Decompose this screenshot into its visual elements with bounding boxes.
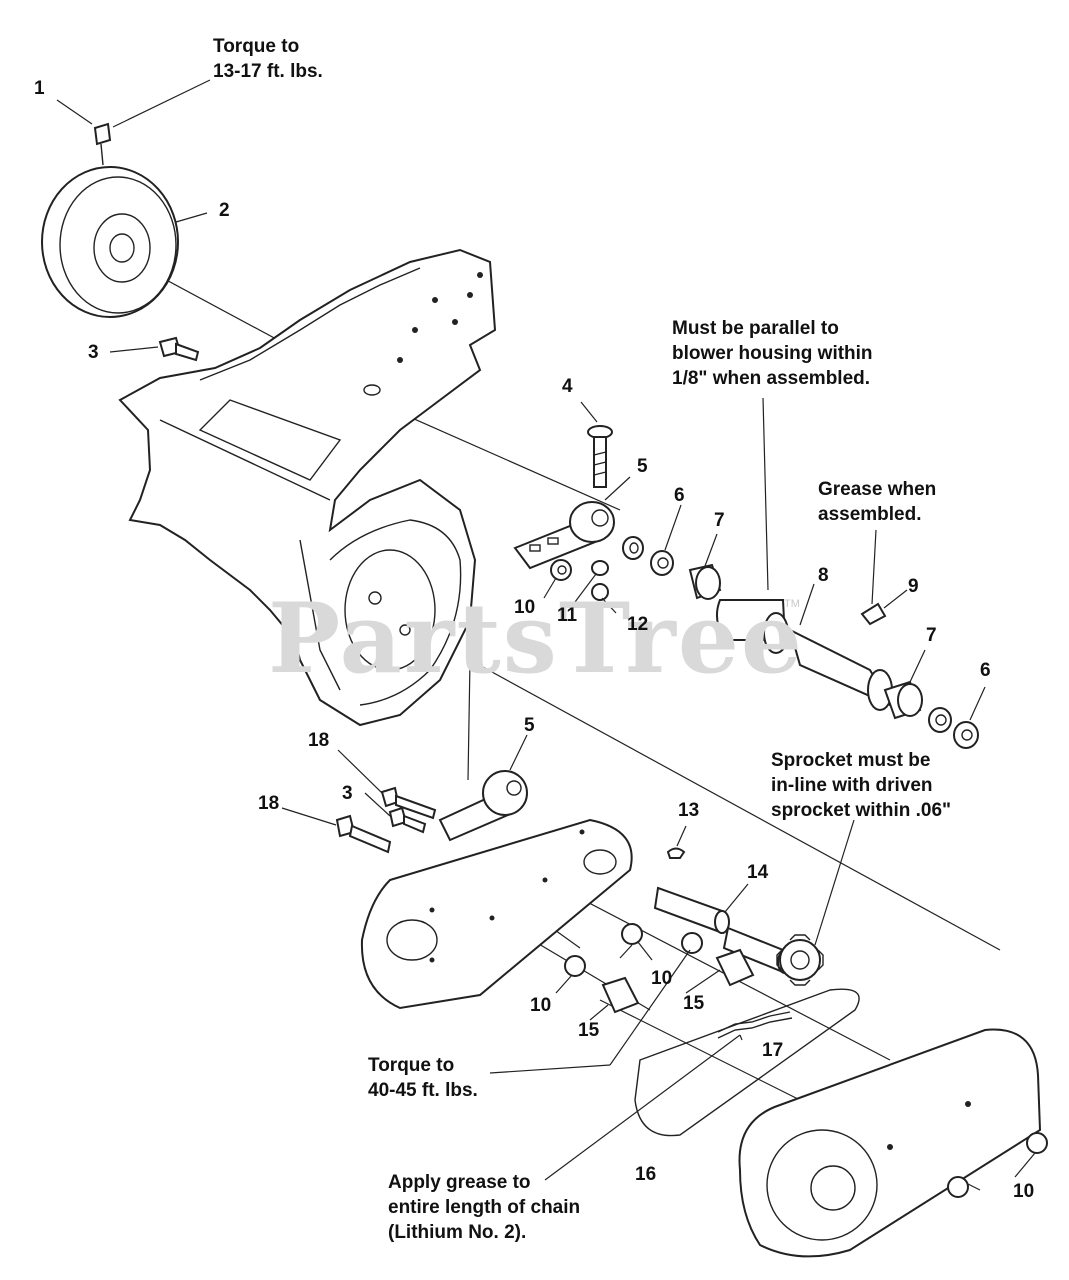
callout-14: 14 bbox=[747, 862, 769, 883]
callout-15-b: 15 bbox=[578, 1020, 600, 1041]
callout-2: 2 bbox=[219, 200, 230, 221]
part-9-grease-fitting bbox=[860, 602, 887, 626]
gear-housing bbox=[118, 248, 497, 727]
callout-1: 1 bbox=[34, 78, 45, 99]
callout-6-lower: 6 bbox=[980, 660, 991, 681]
part-10-nut bbox=[550, 559, 572, 581]
part-12-nut bbox=[591, 583, 609, 601]
callout-12: 12 bbox=[627, 614, 649, 635]
callout-18: 18 bbox=[308, 730, 330, 751]
part-11-lockwasher bbox=[591, 560, 609, 576]
callout-17: 17 bbox=[762, 1040, 784, 1061]
callout-15: 15 bbox=[683, 993, 705, 1014]
chain-case-cover bbox=[738, 1028, 1042, 1258]
part-3-bolt-lower bbox=[388, 806, 427, 834]
callout-7: 7 bbox=[714, 510, 725, 531]
part-16-cover-ghost bbox=[634, 988, 860, 1137]
callout-18-lower: 18 bbox=[258, 793, 280, 814]
part-18-bolt-upper bbox=[380, 786, 437, 820]
callout-4: 4 bbox=[562, 376, 573, 397]
chain-case-plate bbox=[360, 818, 633, 1010]
part-10-nut-lower bbox=[564, 923, 703, 977]
part-6-washer-upper bbox=[622, 536, 674, 576]
part-5-bracket-lower bbox=[438, 659, 528, 842]
part-15-spacer bbox=[601, 948, 755, 1014]
callout-11: 11 bbox=[557, 605, 578, 626]
callout-7-lower: 7 bbox=[926, 625, 937, 646]
callout-5: 5 bbox=[637, 456, 648, 477]
part-17-chain bbox=[717, 1011, 793, 1039]
part-3-bolt bbox=[158, 336, 200, 362]
callout-9: 9 bbox=[908, 576, 919, 597]
callout-10-b: 10 bbox=[651, 968, 673, 989]
part-18-bolt-lower bbox=[335, 814, 392, 854]
part-10-nut-cover bbox=[947, 1132, 1048, 1198]
callout-6: 6 bbox=[674, 485, 685, 506]
watermark: PartsTree bbox=[268, 582, 804, 695]
sprocket bbox=[776, 934, 824, 986]
part-7-bearing-lower bbox=[883, 680, 923, 720]
callout-leaders bbox=[56, 79, 1036, 1181]
part-2-pulley bbox=[41, 166, 179, 318]
part-6-washer-lower bbox=[928, 707, 979, 749]
callout-8: 8 bbox=[818, 565, 829, 586]
callout-5-lower: 5 bbox=[524, 715, 535, 736]
part-13-key bbox=[666, 847, 686, 859]
part-7-bearing-upper bbox=[688, 563, 722, 600]
callout-10-d: 10 bbox=[1013, 1181, 1035, 1202]
callout-3-lower: 3 bbox=[342, 783, 353, 804]
callout-16: 16 bbox=[635, 1164, 657, 1185]
callout-10-c: 10 bbox=[530, 995, 552, 1016]
callout-13: 13 bbox=[678, 800, 700, 821]
callout-10: 10 bbox=[514, 597, 536, 618]
callout-3: 3 bbox=[88, 342, 99, 363]
part-1-nut bbox=[93, 122, 112, 166]
part-5-bracket-upper bbox=[513, 501, 615, 570]
part-4-bolt bbox=[587, 425, 613, 488]
watermark-trademark: TM bbox=[784, 598, 800, 610]
